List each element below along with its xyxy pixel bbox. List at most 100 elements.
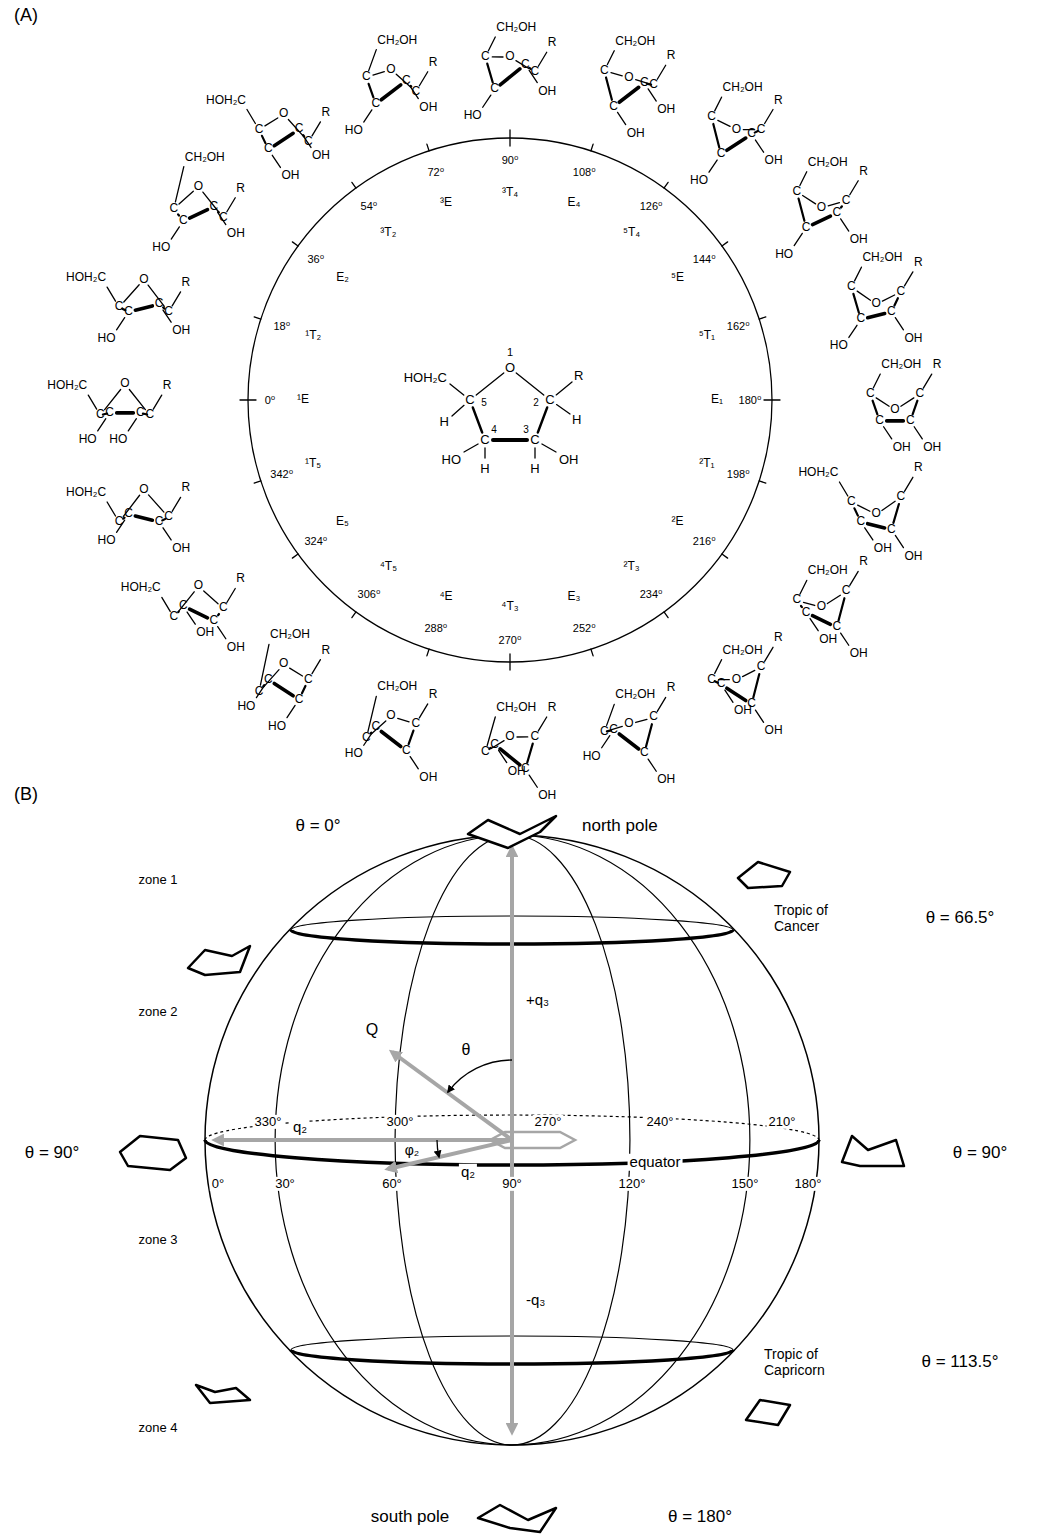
furanose-conformer [364,50,428,122]
ring-bond [381,732,400,747]
substituent-bond [153,395,161,409]
substituent-label: OH [312,150,330,163]
longitude-label: 120° [617,1177,648,1191]
ring-bond [500,69,520,85]
conformer-name: ⁵T₄ [623,226,640,239]
substituent-label: R [859,165,868,178]
substituent-bond [227,588,235,602]
longitude-label: 180° [793,1177,824,1191]
substituent-label: CH₂OH [270,629,310,642]
substituent-bond [312,122,320,136]
ring-bond [887,419,904,423]
q2-arrow [388,1140,512,1169]
ring-atom: C [842,585,851,598]
substituent-label: CH₂OH [615,35,655,48]
phase-angle-label: 144⁰ [693,253,716,265]
ring-atom: C [792,185,801,198]
ring-atom: C [857,515,866,528]
ring-atom: O [624,71,633,84]
ring-bond [611,73,622,76]
substituent-bond [419,72,427,86]
furanose-conformer [794,172,858,246]
longitude-label: 0° [210,1177,226,1191]
substituent-label: HO [775,248,793,261]
ring-atom: C [362,71,371,84]
ring-atom: C [490,83,499,96]
substituent-bond [657,697,665,711]
phase-angle-label: 342⁰ [270,468,293,480]
furanose-conformer [107,285,180,330]
atom-number: 1 [507,346,513,358]
substituent-label: OH [538,85,556,98]
phase-angle-label: 252⁰ [573,622,596,634]
ring-bond [124,285,139,302]
phase-angle-label: 216⁰ [693,535,716,547]
substituent-bond [538,52,546,66]
substituent-label: R [548,37,557,50]
ring-atom: C [371,97,380,110]
tropic-label: Tropic of Cancer [772,902,856,934]
theta-value: θ = 0° [293,817,342,836]
axis-label: Q [364,1021,380,1039]
ring-bond [274,133,293,145]
phi-arc [437,1140,439,1157]
wheel-tick [427,144,429,151]
ring-atom: C [295,693,304,706]
furanose-conformer [709,97,773,172]
substituent-label: CH₂OH [862,252,902,265]
substituent-label: HOH₂C [121,582,161,595]
sphere-outline [205,835,819,1445]
substituent-label: HO [98,535,116,548]
substituent-label: OH [419,101,437,114]
substituent-label: OH [904,332,922,345]
substituent-bond [542,444,556,452]
substituent-bond [855,267,862,281]
substituent-label: HO [98,332,116,345]
ring-atom: C [545,393,554,407]
conformer-name: E₃ [568,590,581,603]
substituent-bond [607,51,614,65]
wheel-tick [591,649,593,656]
substituent-bond [794,233,802,245]
ring-atom: C [847,495,856,508]
wheel-tick [240,399,256,400]
wheel-tick [427,649,429,656]
ring-bond [619,734,638,749]
boat-icon [120,1136,186,1170]
ring-bond [204,591,218,604]
substituent-label: R [774,94,783,107]
tropic-label: Tropic of Capricorn [762,1346,848,1378]
ring-atom: C [480,433,489,447]
longitude-label: 60° [380,1177,404,1191]
wheel-tick [664,612,668,618]
ring-atom: C [897,491,906,504]
envelope-icon [196,1385,250,1403]
ring-atom: C [124,305,133,318]
ring-atom: C [362,732,371,745]
ring-atom: C [640,747,649,760]
ring-bond [619,87,638,102]
q2-arrow [215,1138,512,1142]
ring-atom: C [465,393,474,407]
substituent-bond [715,660,722,674]
ring-atom: C [164,305,173,318]
substituent-bond [884,427,892,439]
coordinate-vectors [215,848,575,1432]
ring-atom: C [600,64,609,77]
wheel-tick [352,612,356,618]
meridian [512,835,630,1445]
theta-arc [448,1060,512,1092]
substituent-bond [923,374,931,388]
chair-icon [478,1505,556,1532]
substituent-label: OH [819,633,837,646]
ring-atom: C [600,725,609,738]
ring-atom: C [649,711,658,724]
conformer-name: E₅ [336,515,349,528]
ring-atom: C [481,746,490,759]
furanose-conformer [715,647,773,722]
ring-atom: O [732,123,741,136]
substituent-label: OH [657,774,675,787]
substituent-label: H [440,415,449,429]
ring-bond [753,674,759,697]
ring-bond [265,118,278,126]
